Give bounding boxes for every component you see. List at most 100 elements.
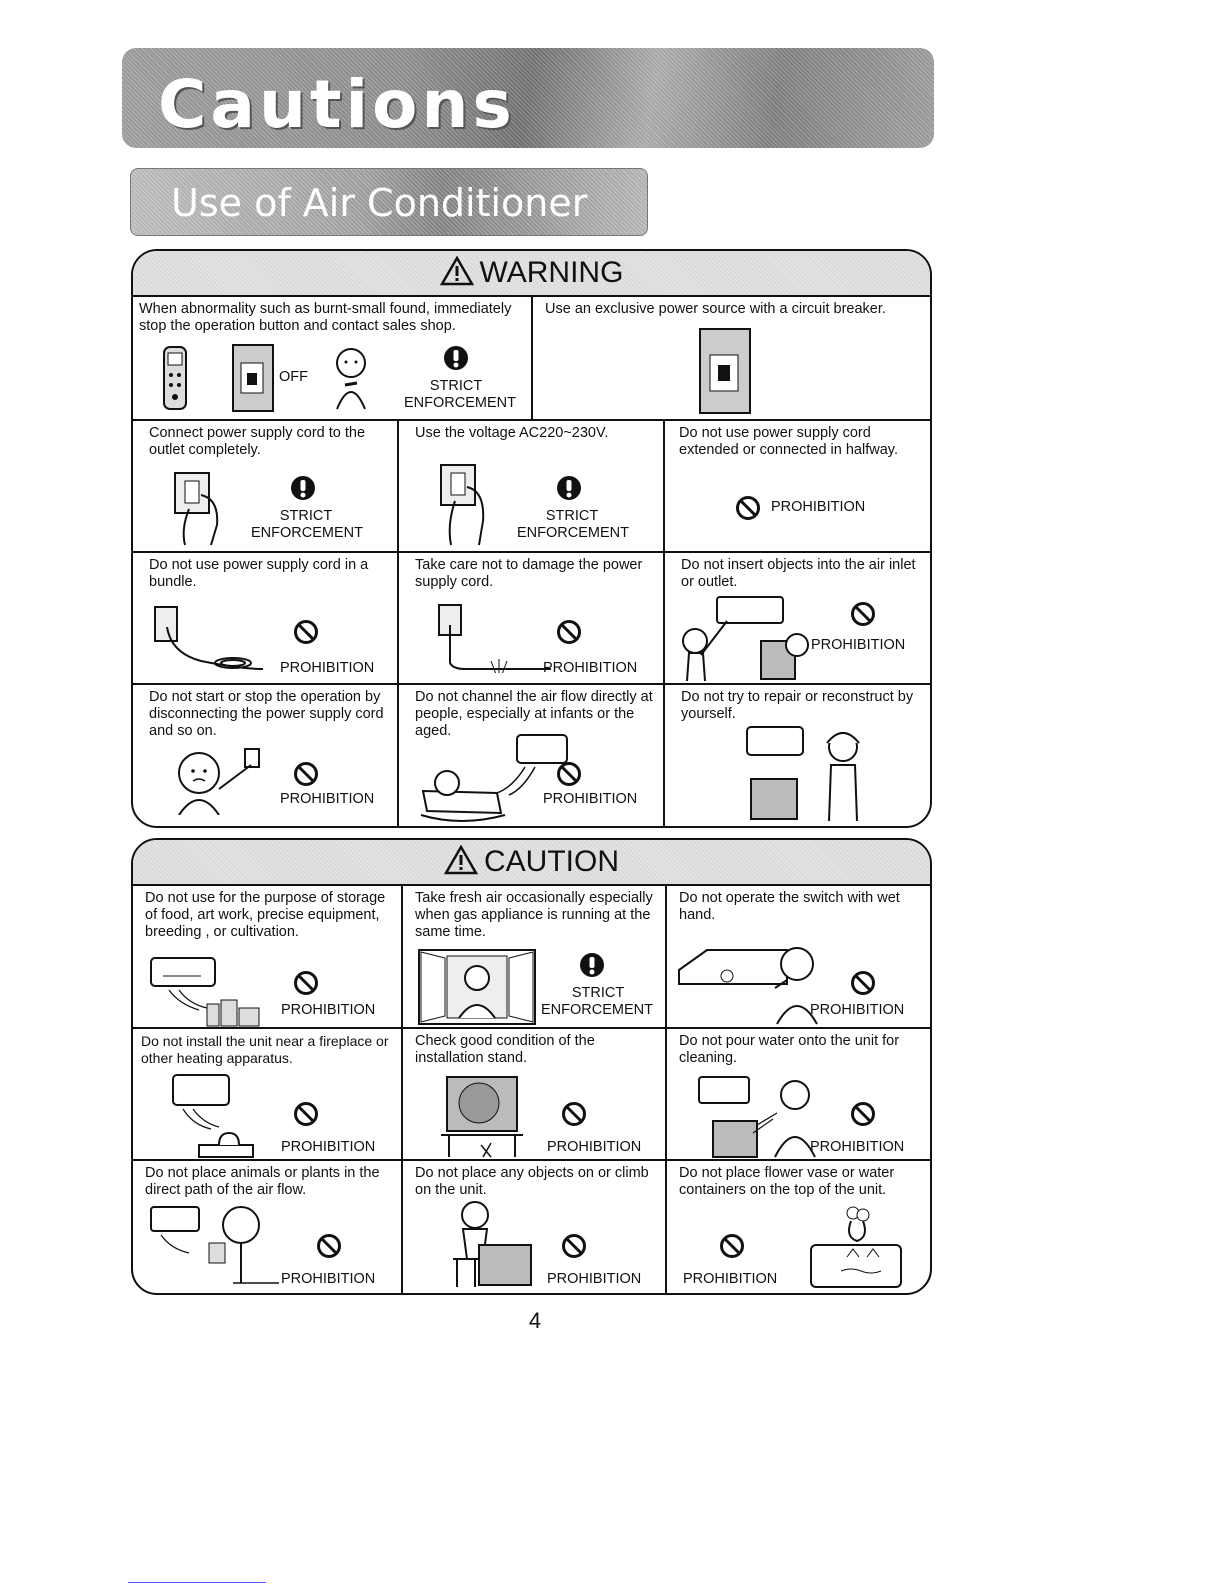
caution-text: Do not place flower vase or water contai… xyxy=(679,1165,895,1198)
caution-cell: Do not place animals or plants in the di… xyxy=(133,1161,403,1293)
caution-cell: Do not place any objects on or climb on … xyxy=(403,1161,667,1293)
prohibition-label: PROHIBITION xyxy=(683,1271,778,1287)
warning-header: WARNING xyxy=(133,251,930,297)
caution-cell: Do not pour water onto the unit for clea… xyxy=(667,1029,930,1161)
circuit-breaker-icon xyxy=(699,328,751,414)
strict-enforcement-icon xyxy=(291,476,315,500)
prohibition-label: PROHIBITION xyxy=(811,637,906,653)
plug-outlet-icon xyxy=(174,472,219,546)
prohibition-label: PROHIBITION xyxy=(771,499,866,515)
bottom-rule xyxy=(128,1582,266,1583)
warning-text: Do not insert objects into the air inlet… xyxy=(681,557,916,590)
caution-text: Do not pour water onto the unit for clea… xyxy=(679,1033,900,1066)
warning-cell: When abnormality such as burnt-small fou… xyxy=(133,297,533,421)
warning-cell: Do not channel the air flow directly at … xyxy=(399,685,665,826)
warning-cell: Do not try to repair or reconstruct by y… xyxy=(665,685,930,826)
warning-cell: Do not insert objects into the air inlet… xyxy=(665,553,930,685)
warning-triangle-icon xyxy=(443,844,479,875)
caution-cell: Do not use for the purpose of storage of… xyxy=(133,886,403,1029)
caution-text: Do not use for the purpose of storage of… xyxy=(145,890,386,940)
damaged-cord-icon xyxy=(438,604,551,673)
warning-text: Do not use power supply cord extended or… xyxy=(679,425,898,458)
prohibition-label: PROHIBITION xyxy=(281,1271,376,1287)
prohibition-label: PROHIBITION xyxy=(281,1139,376,1155)
caution-text: Do not operate the switch with wet hand. xyxy=(679,890,900,923)
prohibition-icon xyxy=(294,971,318,995)
prohibition-label: PROHIBITION xyxy=(280,791,375,807)
strict-label: STRICT xyxy=(571,985,625,1001)
prohibition-label: PROHIBITION xyxy=(543,791,638,807)
water-pouring-icon xyxy=(698,1076,816,1158)
warning-text: Do not start or stop the operation by di… xyxy=(149,689,384,739)
strict-enforcement-icon xyxy=(580,953,604,977)
warning-text: Do not use power supply cord in a bundle… xyxy=(149,557,369,590)
plug-outlet-icon xyxy=(440,464,485,546)
open-window-icon xyxy=(418,949,536,1025)
person-on-phone-icon xyxy=(336,348,366,410)
child-climbing-unit-icon xyxy=(453,1201,532,1287)
enforcement-label: ENFORCEMENT xyxy=(404,395,516,411)
prohibition-label: PROHIBITION xyxy=(280,660,375,676)
warning-text: Connect power supply cord to the outlet … xyxy=(149,425,366,458)
strict-label: STRICT xyxy=(429,378,483,394)
caution-title: CAUTION xyxy=(484,845,619,878)
prohibition-label: PROHIBITION xyxy=(547,1139,642,1155)
prohibition-icon xyxy=(294,1102,318,1126)
page-number: 4 xyxy=(528,1308,542,1333)
warning-triangle-icon xyxy=(439,255,474,286)
off-label: OFF xyxy=(279,369,308,385)
prohibition-label: PROHIBITION xyxy=(810,1139,905,1155)
caution-text: Do not install the unit near a fireplace… xyxy=(141,1033,389,1066)
warning-cell: Do not start or stop the operation by di… xyxy=(133,685,399,826)
breaker-switch-icon xyxy=(232,344,274,412)
warning-text: Use an exclusive power source with a cir… xyxy=(545,301,886,317)
person-pulling-plug-icon xyxy=(178,748,260,815)
ac-food-storage-icon xyxy=(150,957,260,1027)
prohibition-icon xyxy=(557,762,581,786)
caution-text: Check good condition of the installation… xyxy=(415,1033,595,1066)
enforcement-label: ENFORCEMENT xyxy=(251,525,363,541)
warning-text: Take care not to damage the power supply… xyxy=(415,557,643,590)
warning-text: Do not try to repair or reconstruct by y… xyxy=(681,689,914,722)
prohibition-icon xyxy=(294,620,318,644)
warning-cell: Connect power supply cord to the outlet … xyxy=(133,421,399,553)
caution-cell: Check good condition of the installation… xyxy=(403,1029,667,1161)
caution-text: Do not place any objects on or climb on … xyxy=(415,1165,649,1198)
warning-text: Do not channel the air flow directly at … xyxy=(415,689,653,739)
wet-hand-switch-icon xyxy=(678,947,818,1025)
page-title: Cautions xyxy=(158,66,516,143)
prohibition-icon xyxy=(851,971,875,995)
fireplace-heater-icon xyxy=(172,1074,254,1158)
warning-cell: Take care not to damage the power supply… xyxy=(399,553,665,685)
caution-cell: Do not operate the switch with wet hand.… xyxy=(667,886,930,1029)
prohibition-icon xyxy=(851,1102,875,1126)
prohibition-icon xyxy=(720,1234,744,1258)
page-header-banner: Cautions xyxy=(122,48,934,148)
caution-header: CAUTION xyxy=(133,840,930,886)
remote-control-icon xyxy=(163,346,187,410)
caution-cell: Do not place flower vase or water contai… xyxy=(667,1161,930,1293)
installation-stand-icon xyxy=(441,1076,523,1158)
prohibition-label: PROHIBITION xyxy=(543,660,638,676)
children-inserting-objects-icon xyxy=(682,596,809,682)
prohibition-icon xyxy=(562,1102,586,1126)
prohibition-icon xyxy=(317,1234,341,1258)
infant-cradle-icon xyxy=(420,734,568,822)
strict-enforcement-icon xyxy=(444,346,468,370)
prohibition-label: PROHIBITION xyxy=(810,1002,905,1018)
warning-cell: Do not use power supply cord extended or… xyxy=(665,421,930,553)
prohibition-label: PROHIBITION xyxy=(547,1271,642,1287)
prohibition-label: PROHIBITION xyxy=(281,1002,376,1018)
warning-cell: Do not use power supply cord in a bundle… xyxy=(133,553,399,685)
warning-title: WARNING xyxy=(479,256,624,289)
plants-airflow-icon xyxy=(150,1206,279,1284)
warning-panel: WARNING When abnormality such as burnt-s… xyxy=(131,249,932,828)
caution-cell: Take fresh air occasionally especially w… xyxy=(403,886,667,1029)
section-title: Use of Air Conditioner xyxy=(171,181,588,225)
enforcement-label: ENFORCEMENT xyxy=(541,1002,653,1018)
prohibition-icon xyxy=(851,602,875,626)
prohibition-icon xyxy=(562,1234,586,1258)
strict-enforcement-icon xyxy=(557,476,581,500)
prohibition-icon xyxy=(557,620,581,644)
caution-text: Do not place animals or plants in the di… xyxy=(145,1165,380,1198)
